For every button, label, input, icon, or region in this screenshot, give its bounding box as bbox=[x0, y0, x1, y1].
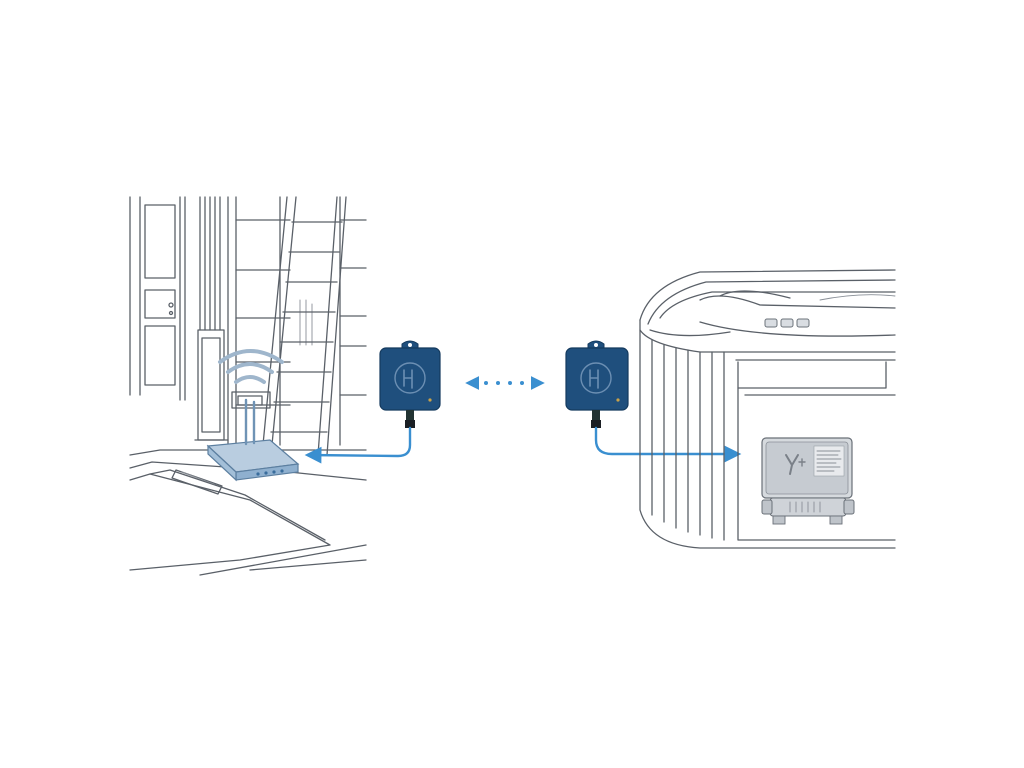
cable-to-router bbox=[304, 426, 412, 464]
wifi-module-icon bbox=[379, 340, 441, 428]
y-logo-icon bbox=[785, 454, 806, 475]
room-scene bbox=[129, 196, 367, 576]
floor bbox=[129, 449, 367, 576]
wifi-router-icon bbox=[206, 398, 300, 482]
wifi-signal-icon bbox=[218, 349, 284, 384]
cable-to-spa-controller bbox=[594, 426, 742, 463]
door bbox=[129, 196, 186, 401]
wifi-module-icon bbox=[565, 340, 629, 428]
column bbox=[194, 196, 229, 441]
dotted-double-arrow-icon bbox=[465, 376, 545, 390]
spa-control-box-icon bbox=[761, 437, 855, 525]
ladder bbox=[261, 196, 347, 456]
hot-tub bbox=[639, 269, 896, 549]
bookshelf bbox=[227, 196, 367, 446]
